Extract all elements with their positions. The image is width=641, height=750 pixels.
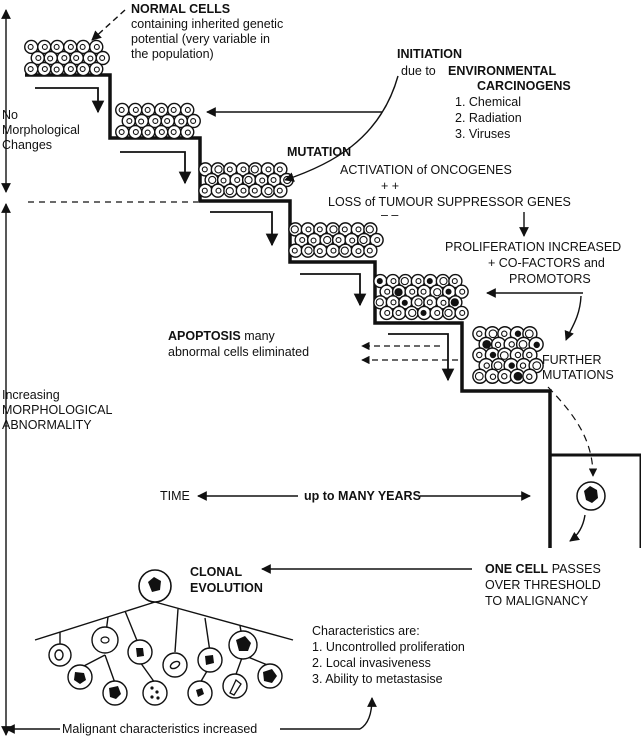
- proliferation-line-2: + CO-FACTORS and: [488, 256, 605, 270]
- cell-cluster: [24, 39, 110, 77]
- proliferation-line-1: PROLIFERATION INCREASED: [445, 240, 622, 254]
- characteristics-heading: Characteristics are:: [312, 624, 420, 638]
- cell-cluster: [198, 162, 294, 198]
- characteristic-3: 3. Ability to metastasise: [312, 672, 443, 686]
- increasing-line-2: MORPHOLOGICAL: [2, 403, 113, 417]
- one-cell-line-2: OVER THRESHOLD: [485, 578, 601, 592]
- environmental-label: ENVIRONMENTAL: [448, 64, 557, 78]
- cell-clusters: [24, 39, 544, 384]
- malignant-label: Malignant characteristics increased: [62, 722, 258, 736]
- initiation-due-to: due to: [401, 64, 436, 78]
- normal-cells-line-1: containing inherited genetic: [131, 17, 284, 31]
- one-cell-rest: PASSES: [551, 562, 601, 576]
- time-span: up to MANY YEARS: [304, 489, 421, 503]
- cell-cluster: [472, 326, 544, 384]
- carcinogens-label: CARCINOGENS: [477, 79, 571, 93]
- apoptosis-line-1: APOPTOSIS many: [168, 329, 275, 344]
- clonal-line-1: CLONAL: [190, 565, 243, 579]
- mutation-label: MUTATION: [287, 145, 352, 159]
- apoptosis-rest: many: [244, 329, 275, 343]
- plus-plus: + +: [381, 179, 400, 193]
- carcinogen-radiation: 2. Radiation: [455, 111, 522, 125]
- proliferation-line-3: PROMOTORS: [509, 272, 591, 286]
- carcinogen-viruses: 3. Viruses: [455, 127, 511, 141]
- one-cell-line-3: TO MALIGNANCY: [485, 594, 589, 608]
- apoptosis-line-2: abnormal cells eliminated: [168, 345, 310, 359]
- cell-cluster: [115, 102, 201, 140]
- minus-minus: – –: [381, 208, 399, 222]
- mutation-arrow: [284, 75, 399, 182]
- threshold-step: [550, 453, 641, 548]
- characteristic-1: 1. Uncontrolled proliferation: [312, 640, 465, 654]
- one-cell-line-1: ONE CELL PASSES: [485, 562, 601, 577]
- further-line-2: MUTATIONS: [542, 368, 614, 382]
- further-line-1: FURTHER: [542, 353, 602, 367]
- one-cell-label: ONE CELL: [485, 562, 549, 576]
- increasing-line-3: ABNORMALITY: [2, 418, 92, 432]
- characteristic-2: 2. Local invasiveness: [312, 656, 431, 670]
- no-change-line-2: Morphological: [2, 123, 80, 137]
- apoptosis-label: APOPTOSIS: [168, 329, 241, 343]
- no-change-line-3: Changes: [2, 138, 53, 152]
- normal-cells-line-3: the population): [131, 47, 214, 61]
- time-label: TIME: [160, 489, 190, 503]
- carcinogen-chemical: 1. Chemical: [455, 95, 521, 109]
- no-change-line-1: No: [2, 108, 18, 122]
- clonal-tree: [34, 569, 294, 706]
- staircase: [25, 73, 552, 548]
- initiation-title: INITIATION: [397, 47, 463, 61]
- clonal-line-2: EVOLUTION: [190, 581, 263, 595]
- normal-cells-title: NORMAL CELLS: [131, 2, 231, 16]
- loss-label: LOSS of TUMOUR SUPPRESSOR GENES: [328, 195, 571, 209]
- activation-label: ACTIVATION of ONCOGENES: [340, 163, 512, 177]
- cell-cluster: [288, 222, 384, 258]
- cell-cluster: [373, 273, 469, 321]
- normal-cells-pointer: [91, 9, 126, 41]
- increasing-line-1: Increasing: [2, 388, 60, 402]
- normal-cells-line-2: potential (very variable in: [131, 32, 270, 46]
